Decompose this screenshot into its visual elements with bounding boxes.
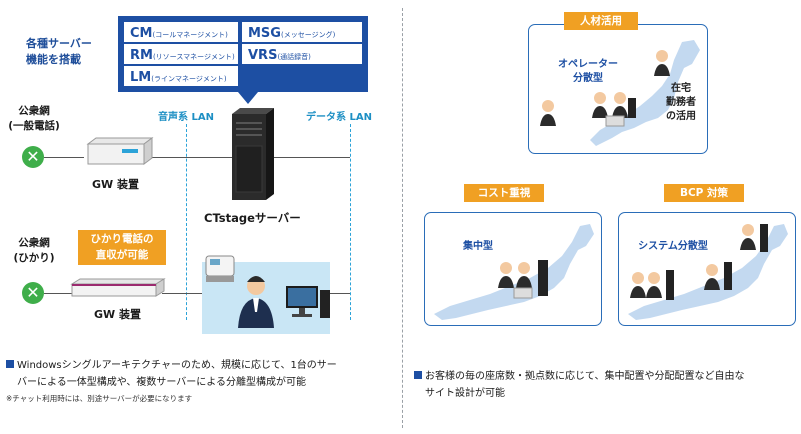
server-label: CTstageサーバー <box>204 211 301 225</box>
server-icon <box>232 108 274 200</box>
feature-label: 各種サーバー 機能を搭載 <box>26 37 92 66</box>
label-system-distributed: システム分散型 <box>638 241 708 252</box>
feature-rm: RM(リソースマネージメント) <box>124 44 238 64</box>
tag-cost: コスト重視 <box>464 184 544 202</box>
left-caption-note: ※チャット利用時には、別途サーバーが必要になります <box>6 394 193 403</box>
feature-vrs: VRS(通話録音) <box>242 44 362 64</box>
caption-bullet-icon-2 <box>414 371 422 379</box>
centralized-operators-icon <box>498 260 548 299</box>
japan-map-icon-3 <box>628 224 788 320</box>
hikari-callout: ひかり電話の 直収が可能 <box>78 230 166 265</box>
feature-msg: MSG(メッセージング) <box>242 22 362 42</box>
desk-lan-connector <box>330 293 350 294</box>
gw-label-2: GW 装置 <box>94 308 141 321</box>
data-lan-label: データ系 LAN <box>306 112 372 123</box>
section-divider <box>402 8 403 428</box>
remote-worker-icon <box>654 50 670 76</box>
pstn-cross-icon: ✕ <box>22 146 44 168</box>
pstn-label: 公衆網 (一般電話) <box>8 105 60 132</box>
gw-label-1: GW 装置 <box>92 178 139 191</box>
feature-callout-pointer <box>238 92 258 104</box>
gw-device-2-icon <box>70 278 166 297</box>
operator-icon <box>205 255 330 328</box>
feature-lm: LM(ラインマネージメント) <box>124 66 238 86</box>
label-distributed-operators: オペレーター 分散型 <box>558 59 618 84</box>
tag-bcp: BCP 対策 <box>664 184 744 202</box>
hikari-cross-icon: ✕ <box>22 282 44 304</box>
operators-icon <box>540 92 636 127</box>
gw2-lan-connector <box>162 293 202 294</box>
voice-lan-label: 音声系 LAN <box>158 112 214 123</box>
gw-device-icon <box>86 137 154 165</box>
label-remote-work: 在宅 勤務者 の活用 <box>666 83 696 122</box>
label-centralized: 集中型 <box>463 241 493 252</box>
japan-map-icon <box>590 40 700 146</box>
pstn-connector <box>44 157 84 158</box>
voice-lan-line <box>186 124 187 320</box>
feature-box: CM(コールマネージメント) MSG(メッセージング) RM(リソースマネージメ… <box>118 16 368 92</box>
left-caption: Windowsシングルアーキテクチャーのため、規模に応じて、1台のサー バーによ… <box>6 357 398 391</box>
feature-cm: CM(コールマネージメント) <box>124 22 238 42</box>
right-caption: お客様の毎の座席数・拠点数に応じて、集中配置や分配配置など自由な サイト設計が可… <box>414 368 798 402</box>
caption-bullet-icon <box>6 360 14 368</box>
distributed-operators-icon <box>630 224 768 300</box>
data-lan-line <box>350 124 351 320</box>
hikari-connector <box>44 293 74 294</box>
hikari-label: 公衆網 (ひかり) <box>13 237 55 264</box>
tag-human-resources: 人材活用 <box>564 12 638 30</box>
japan-map-icon-2 <box>434 224 594 320</box>
